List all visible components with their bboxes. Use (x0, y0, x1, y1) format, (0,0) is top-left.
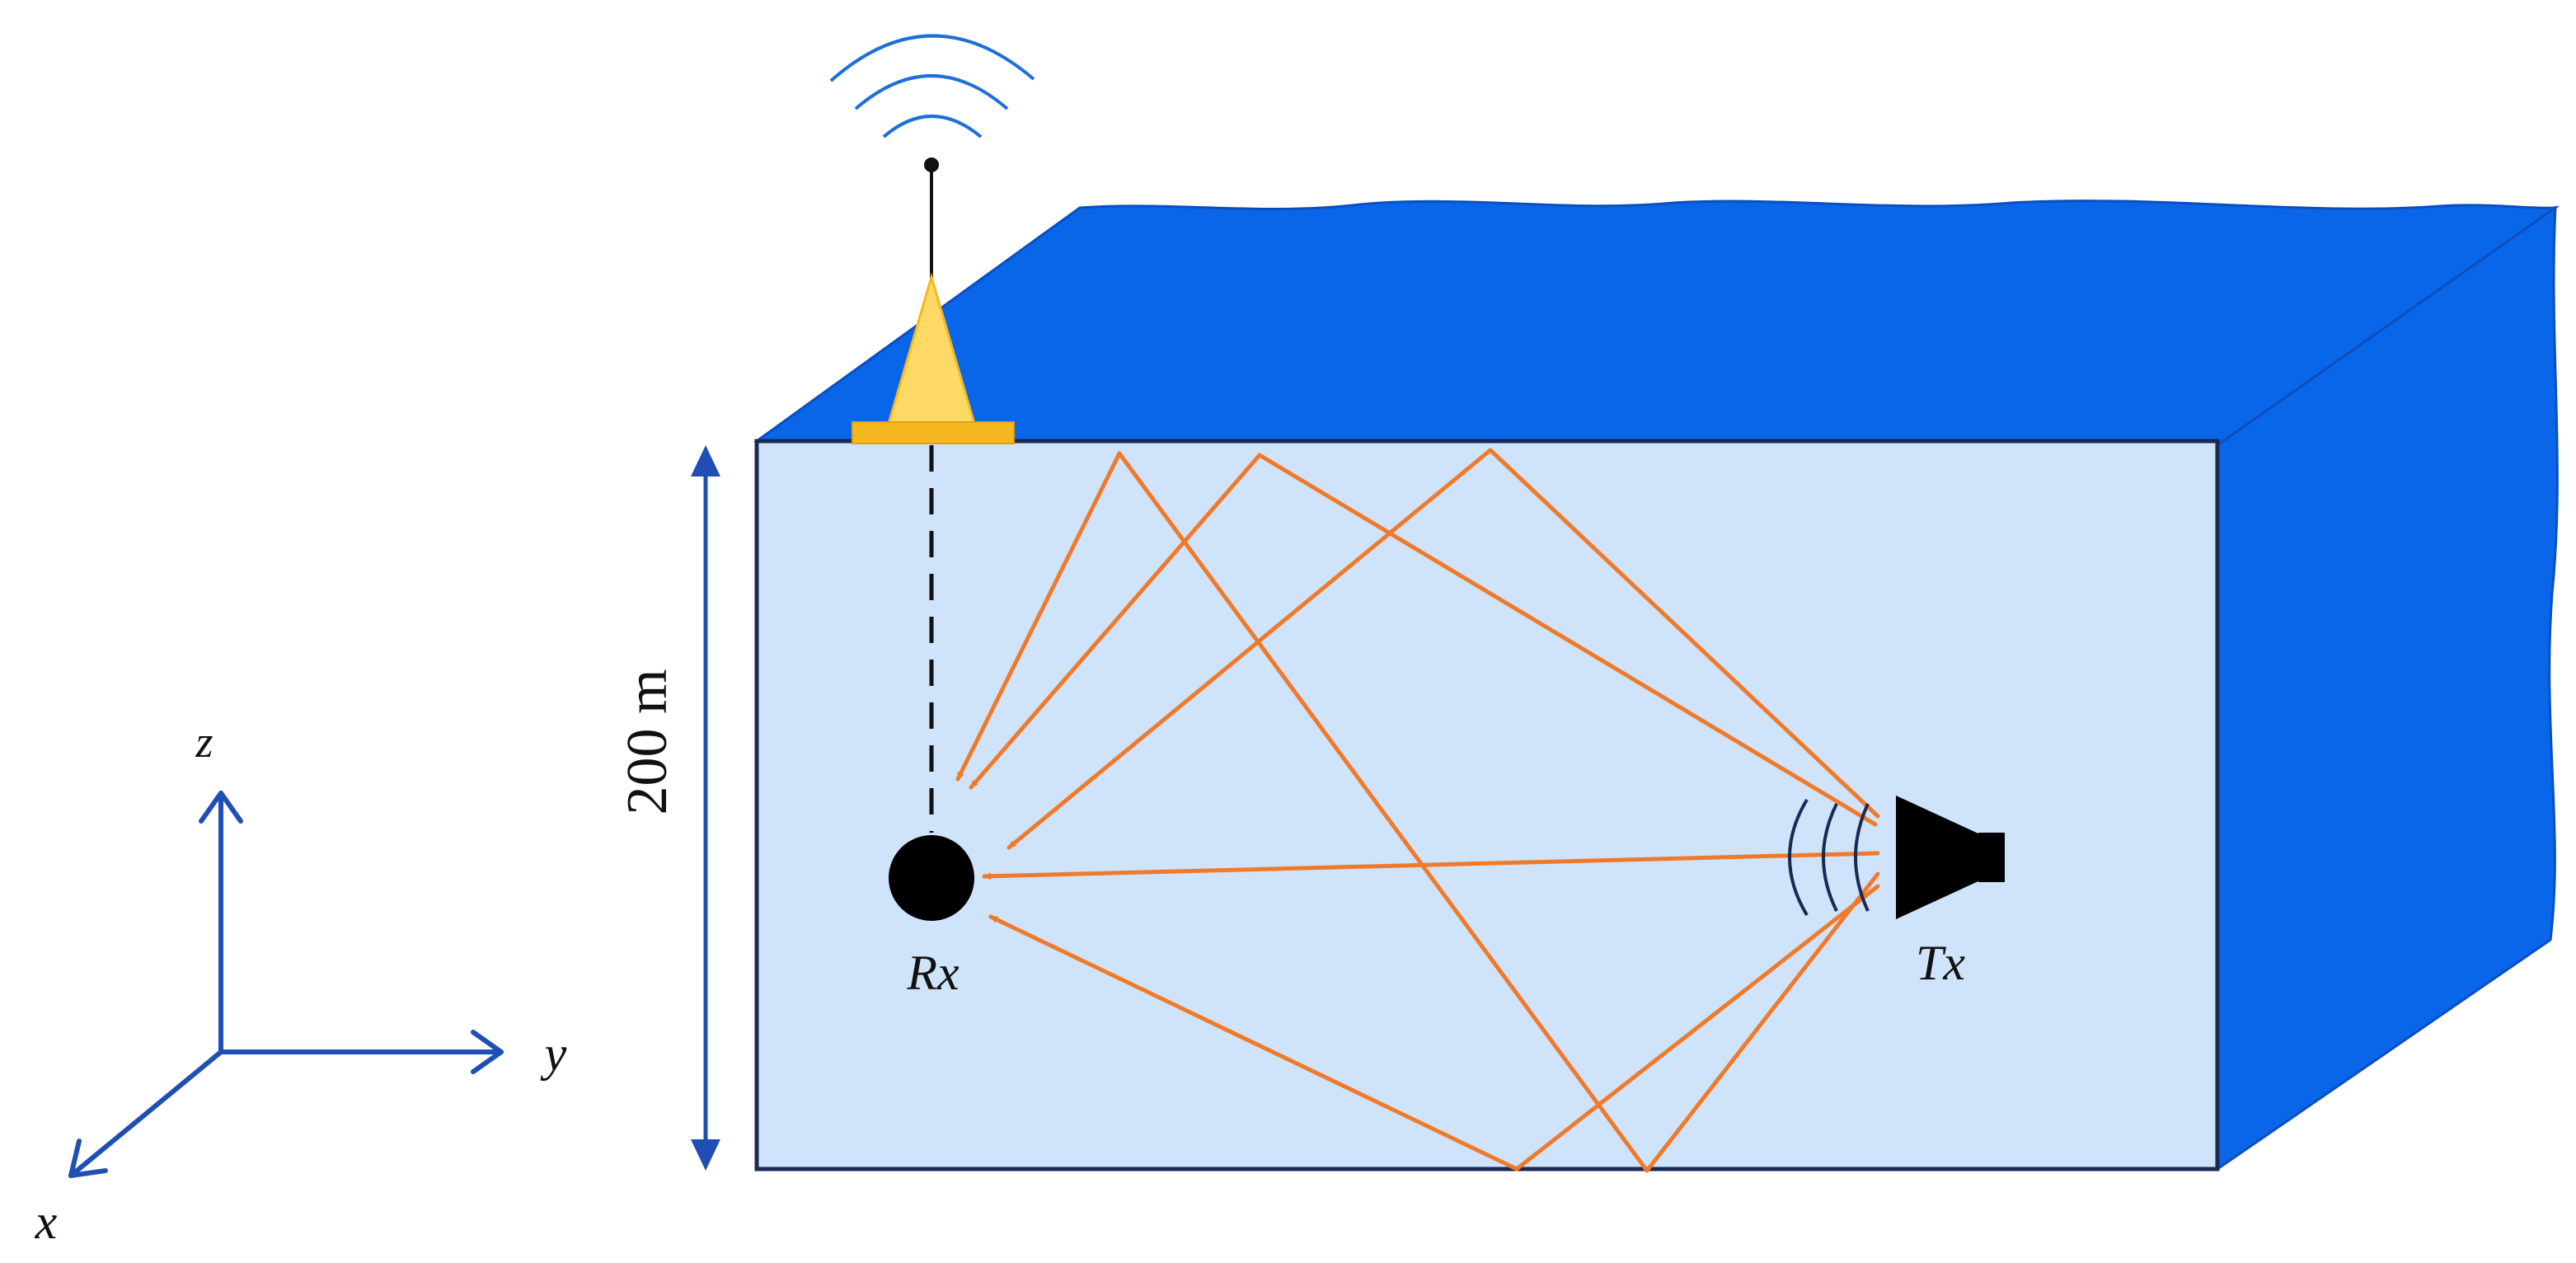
signal-wave-inner (882, 115, 983, 139)
signal-wave-middle (854, 74, 1009, 110)
receiver-sphere-icon (889, 835, 974, 921)
transmitter-label: Tx (1916, 936, 1965, 990)
antenna-tip-icon (924, 157, 939, 172)
axis-y-arrow-icon (471, 1030, 504, 1074)
axis-x-label: x (35, 1195, 58, 1249)
speaker-transmitter-icon (1896, 796, 1980, 919)
depth-label: 200 m (616, 669, 679, 815)
depth-dimension: 200 m (616, 445, 720, 1171)
water-front-face (754, 439, 2220, 1171)
signal-wave-outer (829, 34, 1035, 82)
transmitter: Tx (1788, 796, 2005, 990)
speaker-back (1978, 833, 2005, 882)
ray-bottom-surface (955, 451, 1880, 1173)
ray-direct (982, 851, 1880, 880)
axis-x-line (68, 1049, 223, 1178)
ray-surface-1 (969, 453, 1878, 827)
axis-x-arrow-icon (68, 1139, 108, 1178)
tx-wave-middle (1822, 803, 1838, 912)
ray-surface-2 (1006, 448, 1880, 850)
coordinate-axes (68, 791, 504, 1178)
water-side-face (2216, 205, 2559, 1171)
depth-arrow-top-icon (691, 445, 720, 477)
buoy-base (852, 421, 1015, 444)
ray-bottom-1 (988, 884, 1880, 1171)
axis-z-label: z (195, 717, 213, 767)
depth-arrow-bottom-icon (691, 1139, 720, 1171)
acoustic-rays (955, 448, 1880, 1173)
surface-buoy (829, 34, 1035, 444)
receiver: Rx (889, 835, 974, 1000)
tx-wave-outer (1788, 798, 1809, 917)
axis-z-arrow-icon (199, 791, 243, 824)
tx-wave-inner (1854, 803, 1870, 912)
axis-y-label: y (540, 1026, 567, 1081)
water-volume (753, 200, 2560, 1171)
receiver-label: Rx (906, 946, 960, 1000)
